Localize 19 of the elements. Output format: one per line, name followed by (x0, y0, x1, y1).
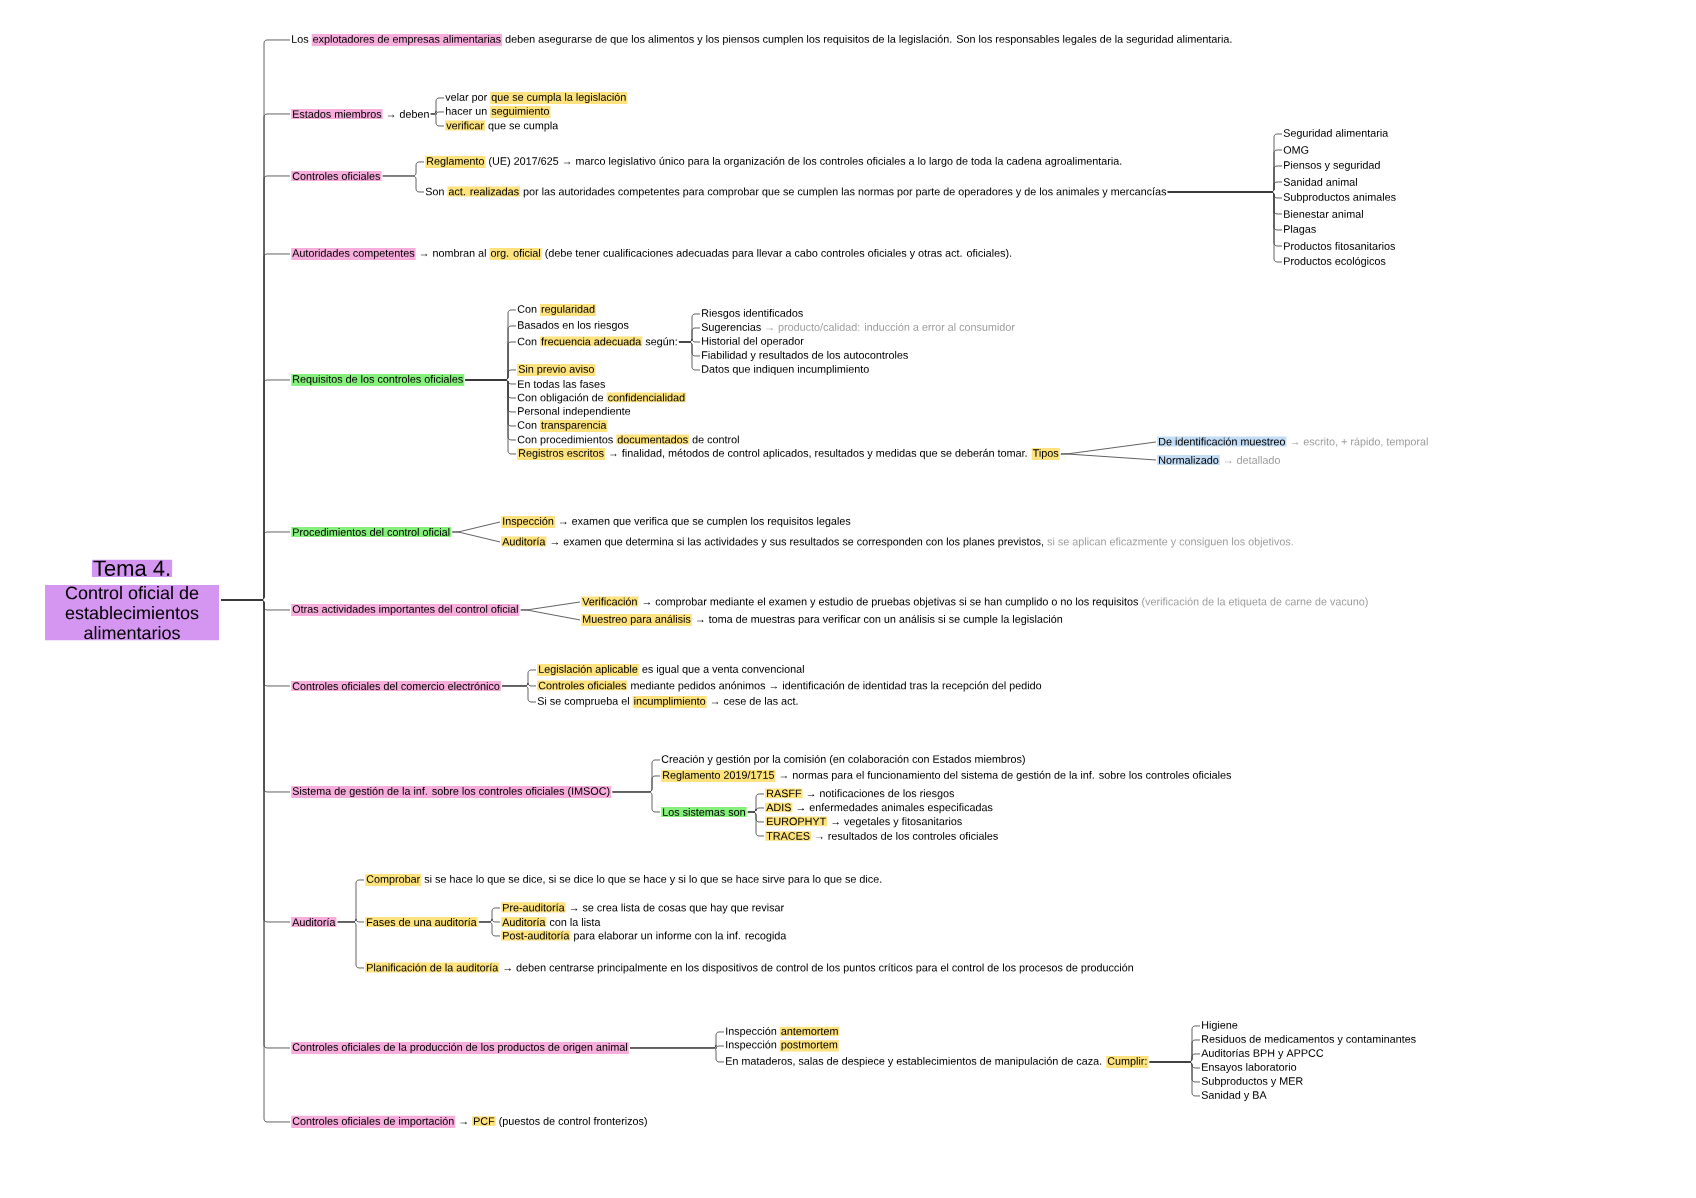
brace-connector (465, 379, 517, 455)
brace-connector (430, 110, 445, 116)
brace-connector (747, 811, 765, 837)
brace-connector (611, 791, 661, 813)
brace-connector (501, 685, 537, 703)
title-label: Control oficial de establecimientos alimentarios (45, 585, 219, 641)
brace-connector (451, 531, 501, 543)
brace-connector (382, 175, 425, 193)
brace-connector (1149, 1061, 1201, 1097)
brace-connector (337, 921, 365, 969)
brace-connector (478, 921, 501, 937)
brace-connector (678, 341, 701, 371)
brace-connector (1060, 453, 1157, 461)
brace-connector (629, 1047, 725, 1063)
brace-connector (1167, 191, 1283, 263)
title-label: Tema 4. (91, 559, 173, 578)
brace-connector (430, 97, 445, 115)
brace-connector (430, 113, 445, 127)
brace-connector (520, 609, 581, 621)
